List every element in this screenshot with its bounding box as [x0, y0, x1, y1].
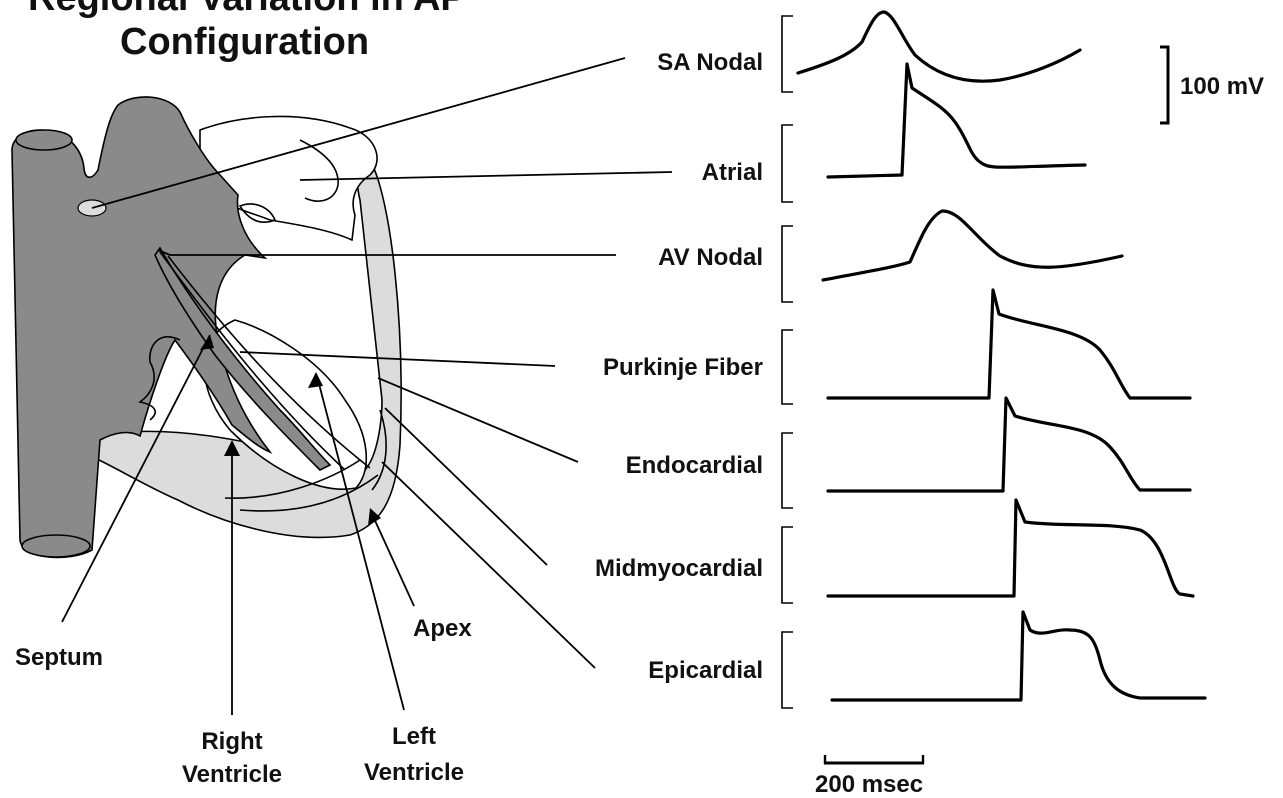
trace-atrial [828, 64, 1085, 177]
label-purkinje-fiber: Purkinje Fiber [603, 354, 763, 381]
vena-cava-top [16, 130, 72, 150]
label-apex: Apex [413, 615, 472, 642]
label-midmyocardial: Midmyocardial [595, 555, 763, 582]
vena-cava-bottom [22, 535, 90, 557]
label-sa-nodal: SA Nodal [657, 49, 763, 76]
label-atrial: Atrial [702, 159, 763, 186]
label-endocardial: Endocardial [626, 452, 763, 479]
action-potential-traces [798, 12, 1205, 700]
label-av-nodal: AV Nodal [658, 244, 763, 271]
label-left-ventricle-line2: Ventricle [364, 759, 464, 786]
title-line-2: Configuration [120, 21, 369, 63]
trace-sa-nodal [798, 12, 1080, 81]
voltage-scale-label: 100 mV [1180, 73, 1264, 100]
label-septum: Septum [15, 644, 103, 671]
trace-epicardial [832, 612, 1205, 700]
label-right-ventricle-line2: Ventricle [182, 761, 282, 788]
trace-endocardial [828, 398, 1190, 491]
label-left-ventricle-line1: Left [392, 723, 436, 750]
trace-purkinje-fiber [828, 290, 1190, 398]
trace-brackets [782, 16, 793, 708]
time-scale-bar [824, 755, 924, 764]
time-scale-label: 200 msec [815, 771, 923, 798]
trace-midmyocardial [828, 500, 1193, 596]
heart-illustration [12, 97, 401, 557]
label-right-ventricle-line1: Right [201, 728, 262, 755]
voltage-scale-bar [1160, 47, 1168, 123]
title-line-1: Regional Variation in AP [28, 0, 466, 19]
trace-av-nodal [823, 211, 1122, 280]
label-epicardial: Epicardial [648, 657, 763, 684]
